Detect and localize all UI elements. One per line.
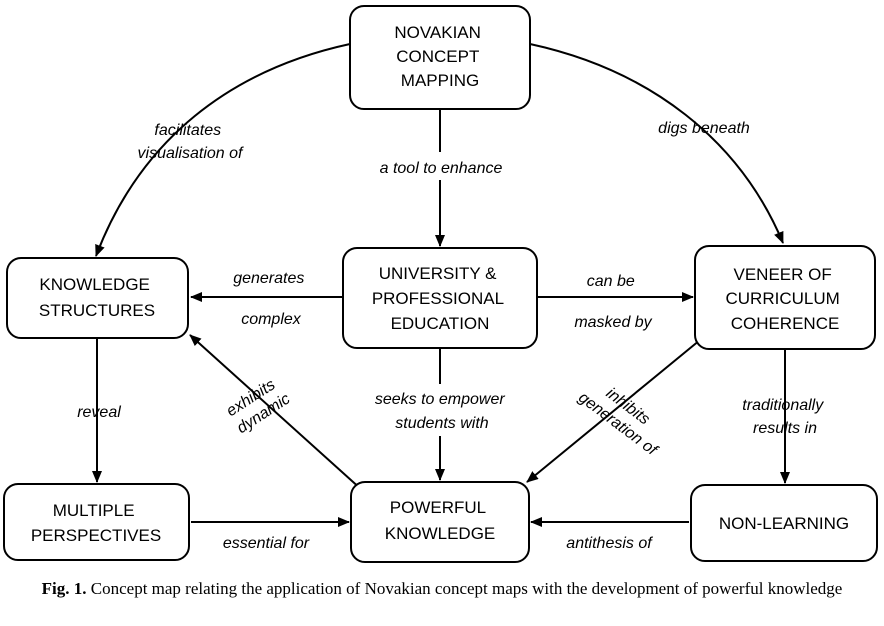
node-novakian-label: NOVAKIAN CONCEPT MAPPING [394, 23, 485, 90]
edge-label-essential: essential for [223, 535, 310, 552]
edge-label-generates: generates complex [233, 270, 309, 328]
edge-powerful-to-knowledge-structures [189, 334, 363, 491]
edge-label-tool: a tool to enhance [380, 160, 503, 177]
node-university: UNIVERSITY & PROFESSIONAL EDUCATION [342, 247, 538, 349]
figure-caption-label: Fig. 1. [41, 579, 87, 598]
node-powerful: POWERFUL KNOWLEDGE [350, 481, 530, 563]
edges [92, 43, 790, 527]
edge-label-exhibits: exhibits dynamic [223, 374, 293, 437]
figure-caption: Fig. 1. Concept map relating the applica… [0, 579, 884, 599]
node-multiple-label: MULTIPLE PERSPECTIVES [31, 501, 161, 545]
edge-label-traditionally: traditionally results in [742, 397, 827, 437]
edge-novakian-to-knowledge-structures [95, 43, 351, 257]
node-powerful-label: POWERFUL KNOWLEDGE [385, 498, 496, 543]
node-veneer-label: VENEER OF CURRICULUM COHERENCE [725, 265, 844, 333]
edge-label-inhibits: inhibits generation of [575, 373, 673, 460]
edge-label-seeks: seeks to empower students with [375, 391, 509, 432]
node-veneer: VENEER OF CURRICULUM COHERENCE [694, 245, 876, 350]
edge-label-antithesis: antithesis of [566, 535, 653, 552]
edge-novakian-to-veneer [529, 43, 784, 244]
node-university-label: UNIVERSITY & PROFESSIONAL EDUCATION [372, 264, 508, 333]
figure-caption-text: Concept map relating the application of … [90, 579, 843, 598]
edge-veneer-to-powerful [526, 339, 701, 483]
edge-label-reveal: reveal [77, 404, 121, 421]
node-knowledge-structures: KNOWLEDGE STRUCTURES [6, 257, 189, 339]
node-novakian: NOVAKIAN CONCEPT MAPPING [349, 5, 531, 110]
node-knowledge-structures-label: KNOWLEDGE STRUCTURES [39, 275, 155, 320]
edge-label-facilitates: facilitates visualisation of [138, 122, 245, 162]
node-nonlearning: NON-LEARNING [690, 484, 878, 562]
node-nonlearning-label: NON-LEARNING [719, 514, 849, 533]
edge-label-masked: can be masked by [574, 273, 652, 331]
node-multiple: MULTIPLE PERSPECTIVES [3, 483, 190, 561]
edge-label-digs: digs beneath [658, 120, 750, 137]
